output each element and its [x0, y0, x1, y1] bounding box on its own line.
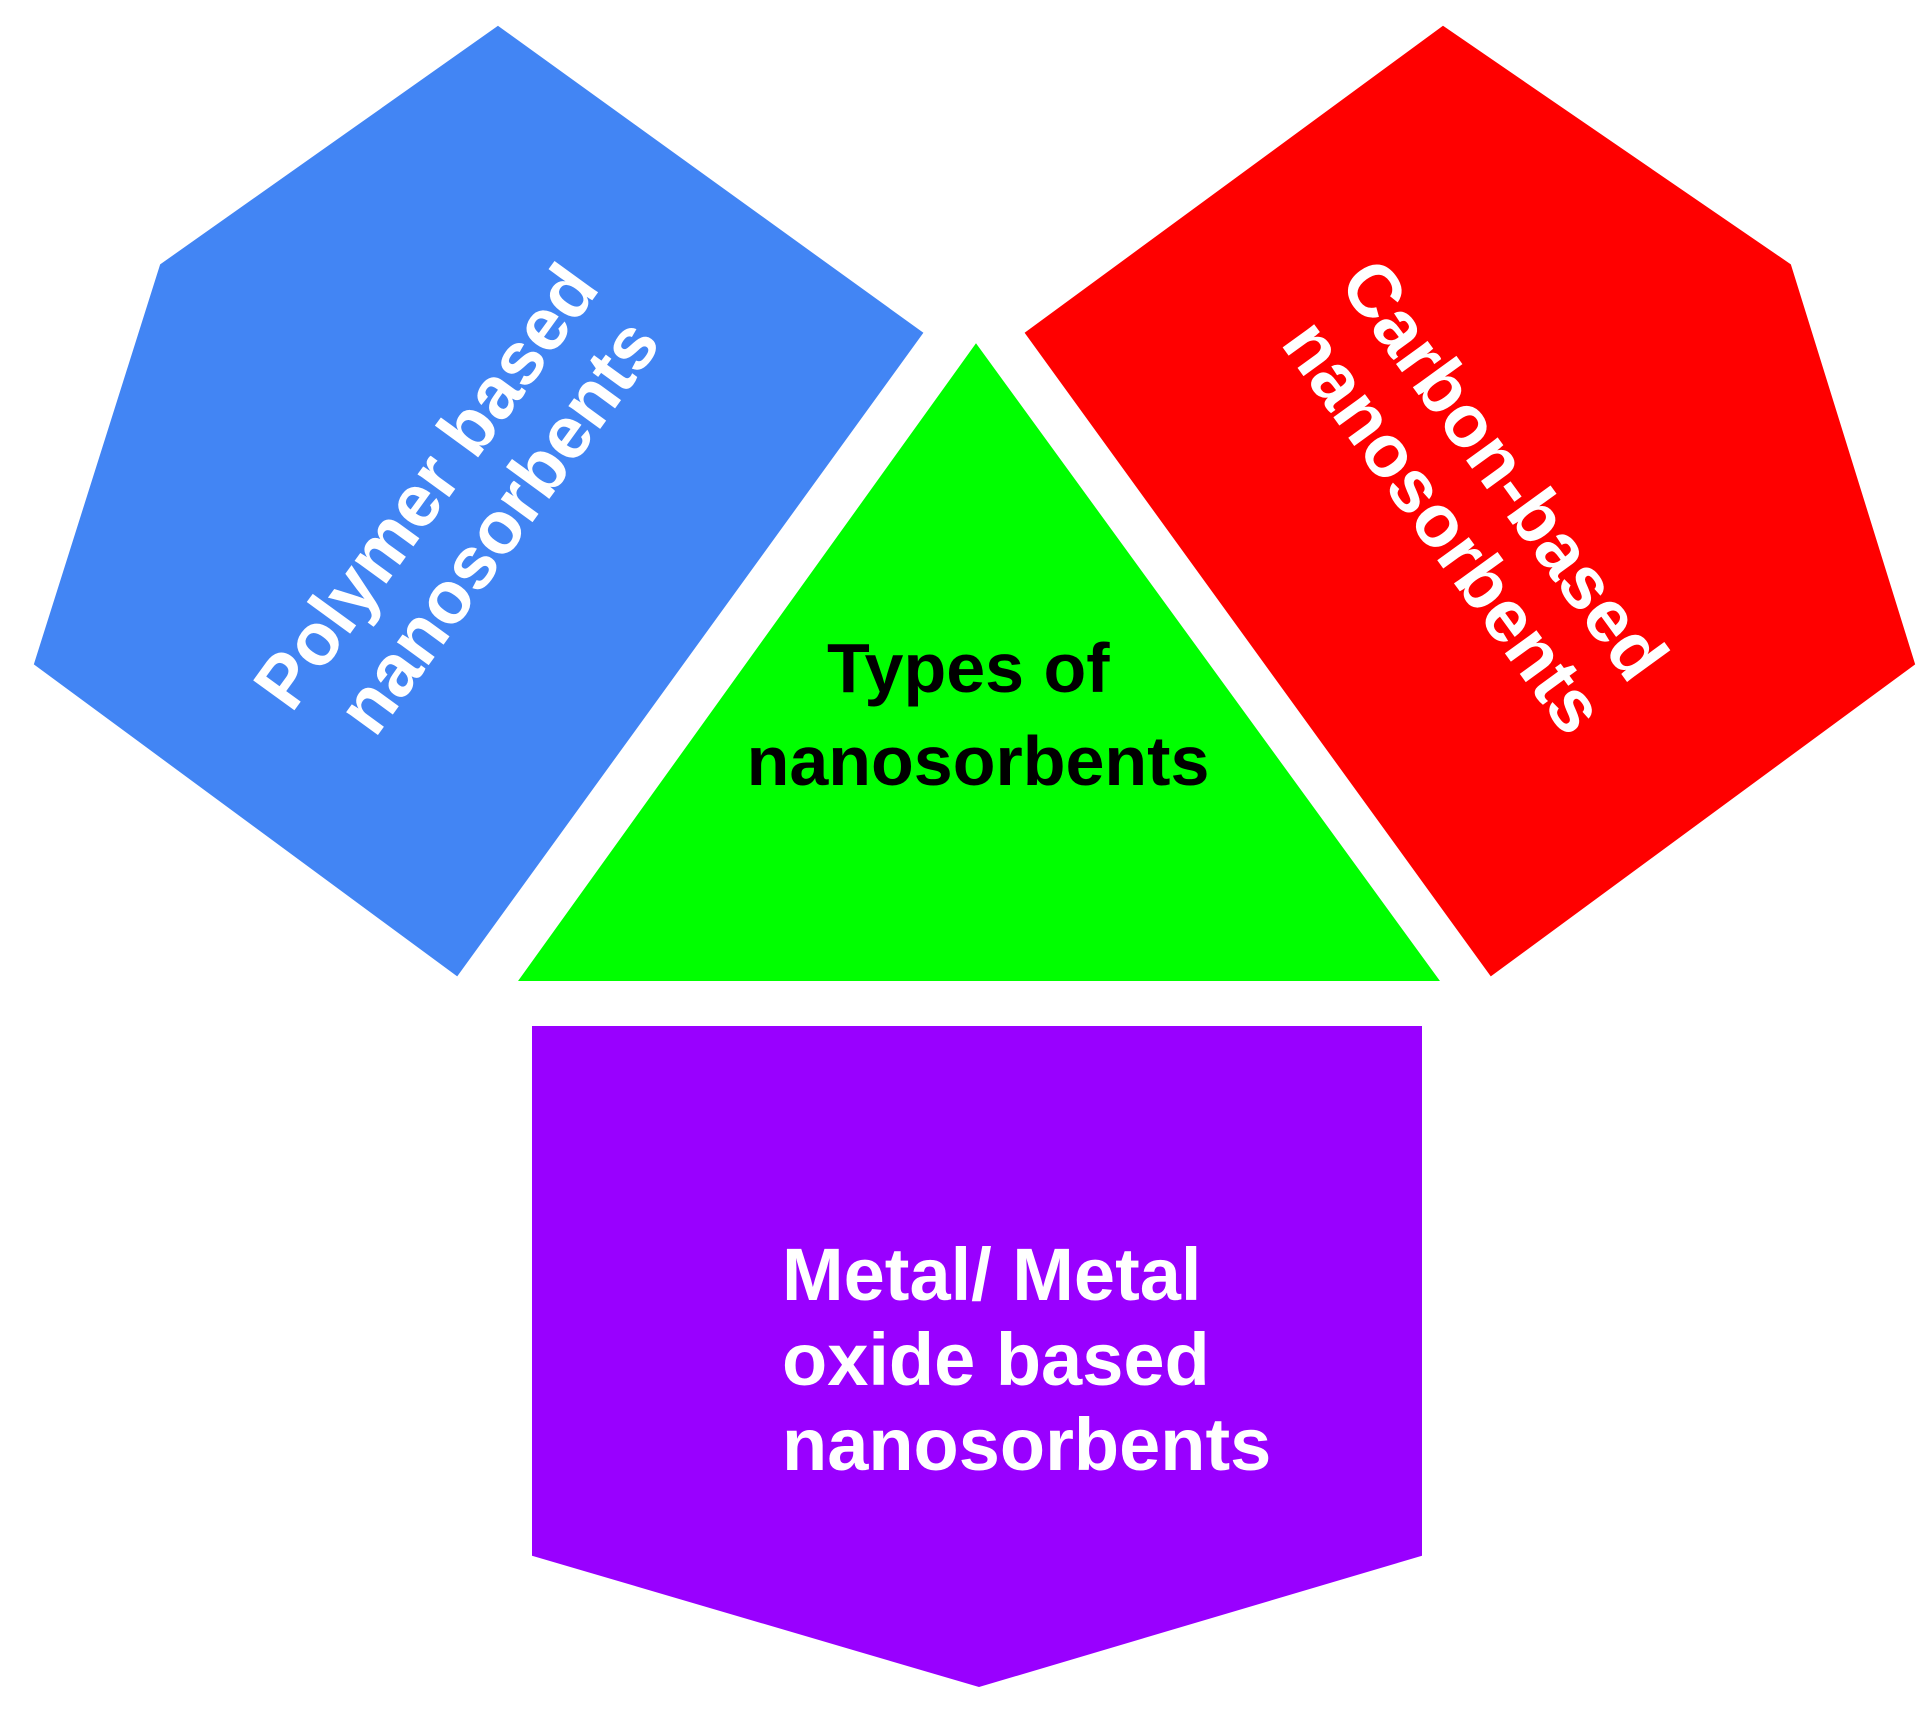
metal-label-line-3: nanosorbents — [782, 1403, 1271, 1486]
polymer-based-block: Polymer based nanosorbents — [33, 25, 924, 977]
types-of-nanosorbents-block: Types of nanosorbents — [518, 343, 1440, 981]
carbon-pentagon — [1024, 25, 1916, 977]
polymer-pentagon — [33, 25, 924, 977]
carbon-based-block: Carbon-based nanosorbents — [1024, 25, 1916, 977]
metal-label-line-1: Metal/ Metal — [782, 1233, 1201, 1316]
center-label-line-2: nanosorbents — [747, 722, 1210, 800]
metal-label: Metal/ Metal oxide based nanosorbents — [782, 1233, 1271, 1486]
center-label: Types of nanosorbents — [747, 629, 1210, 800]
metal-label-line-2: oxide based — [782, 1318, 1210, 1401]
metal-pentagon — [532, 1026, 1422, 1688]
center-triangle — [518, 343, 1440, 981]
center-label-line-1: Types of — [827, 629, 1110, 707]
metal-oxide-based-block: Metal/ Metal oxide based nanosorbents — [532, 1026, 1422, 1688]
